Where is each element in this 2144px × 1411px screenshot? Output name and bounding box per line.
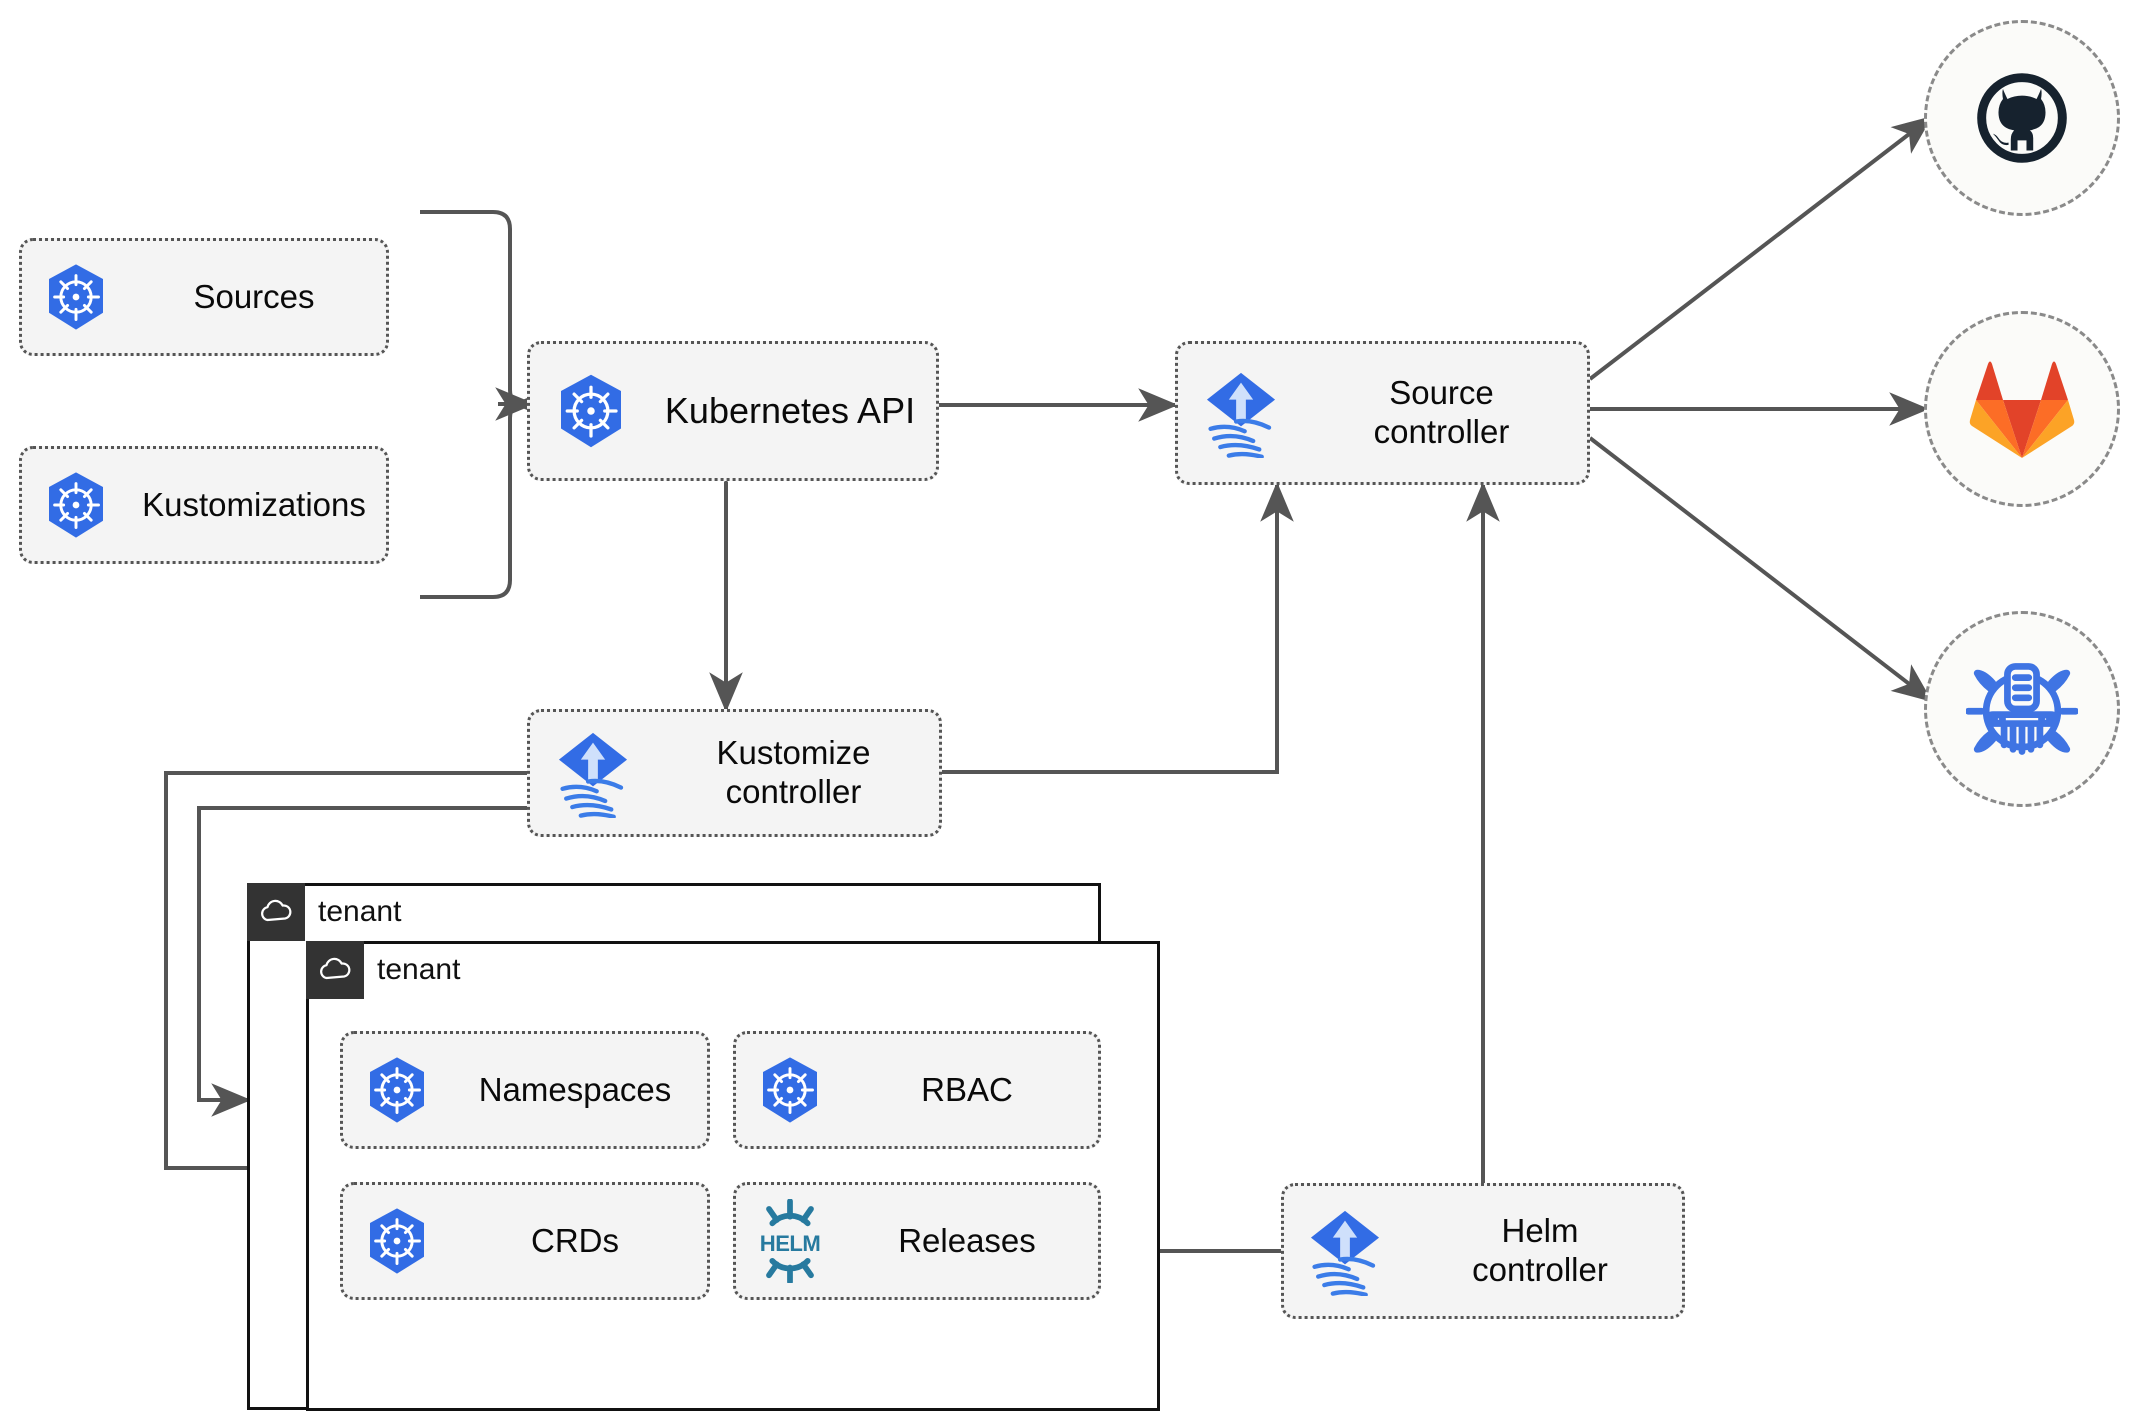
node-releases[interactable]: HELM Releases [733, 1182, 1101, 1300]
cloud-icon [306, 941, 364, 999]
endpoint-bucket[interactable] [1924, 611, 2120, 807]
node-source-controller[interactable]: Source controller [1175, 341, 1590, 485]
node-label: Kustomizations [142, 485, 366, 523]
bucket-icon [1966, 663, 2078, 755]
node-kustomizations[interactable]: Kustomizations [19, 446, 389, 564]
node-label: Sources [193, 277, 315, 315]
node-kubernetes-api[interactable]: Kubernetes API [527, 341, 939, 481]
kubernetes-icon [736, 1054, 844, 1126]
endpoint-gitlab[interactable] [1924, 311, 2120, 507]
github-icon [1977, 73, 2067, 163]
node-rbac[interactable]: RBAC [733, 1031, 1101, 1149]
node-label: CRDs [531, 1221, 619, 1259]
node-label: Kubernetes API [664, 389, 916, 431]
kubernetes-icon [22, 469, 130, 541]
cloud-icon [247, 883, 305, 941]
edge-source-to-github [1588, 116, 1933, 381]
node-label: Source controller [1373, 374, 1510, 450]
flux-icon [1284, 1206, 1406, 1296]
node-label: RBAC [921, 1070, 1013, 1108]
node-namespaces[interactable]: Namespaces [340, 1031, 710, 1149]
endpoint-github[interactable] [1924, 20, 2120, 216]
flux-icon [1178, 368, 1304, 458]
node-crds[interactable]: CRDs [340, 1182, 710, 1300]
node-helm-controller[interactable]: Helm controller [1281, 1183, 1685, 1319]
kubernetes-icon [22, 261, 130, 333]
node-sources[interactable]: Sources [19, 238, 389, 356]
tenant-label-back: tenant [318, 895, 402, 928]
kubernetes-icon [343, 1054, 451, 1126]
node-label: Releases [898, 1221, 1036, 1259]
kubernetes-icon [530, 371, 652, 451]
flux-icon [530, 728, 656, 818]
node-kustomize-controller[interactable]: Kustomize controller [527, 709, 942, 837]
edge-source-to-bucket [1588, 436, 1933, 702]
node-label: Namespaces [478, 1070, 672, 1108]
edge-sources-brace [420, 210, 525, 600]
svg-text:HELM: HELM [760, 1231, 820, 1256]
node-label: Kustomize controller [716, 734, 871, 810]
tenant-container-front: tenant [306, 941, 1160, 1411]
edge-kustomize-to-source [942, 481, 1294, 774]
node-label: Helm controller [1472, 1212, 1608, 1288]
gitlab-icon [1969, 361, 2075, 458]
kubernetes-icon [343, 1205, 451, 1277]
tenant-label-front: tenant [377, 953, 461, 986]
helm-icon: HELM [736, 1199, 844, 1283]
